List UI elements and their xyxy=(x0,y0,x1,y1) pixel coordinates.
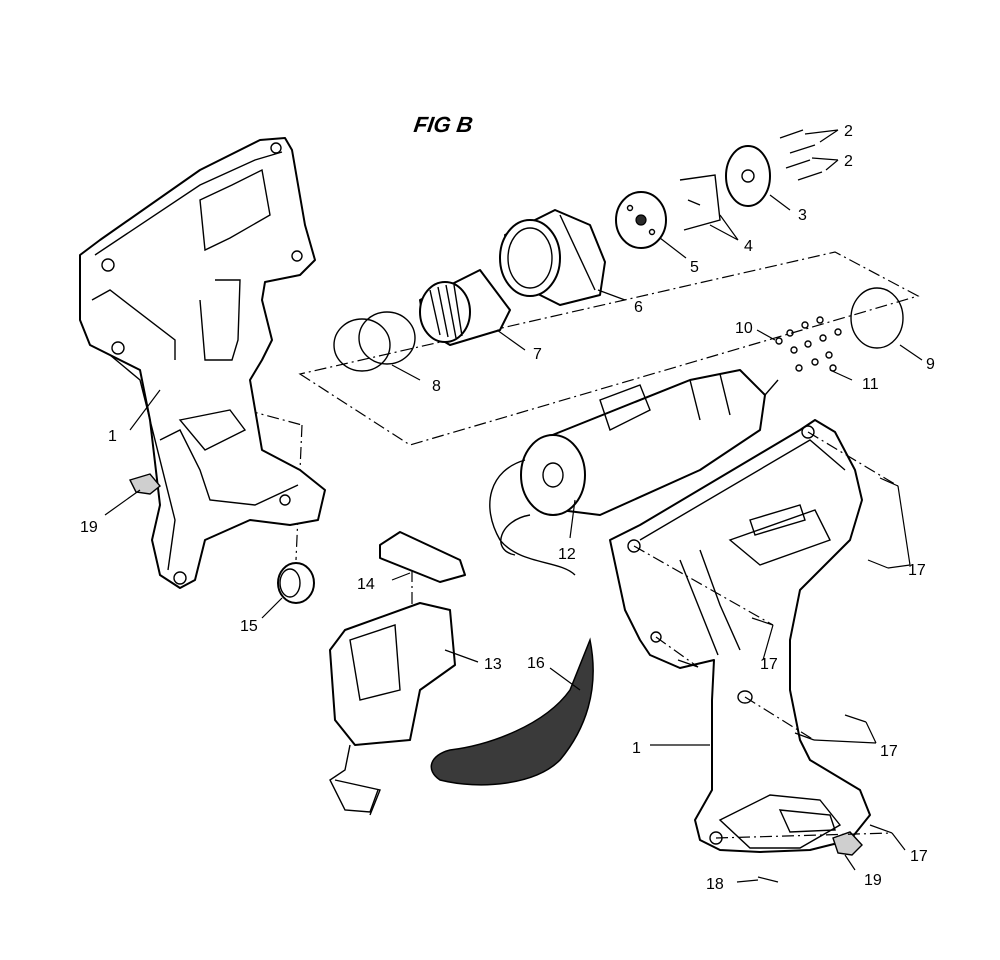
housing-screws xyxy=(677,477,899,883)
clip-part-right xyxy=(832,831,863,856)
callout-6: 6 xyxy=(634,299,643,316)
callout-2-top: 2 xyxy=(844,123,853,140)
callout-17-a: 17 xyxy=(908,562,926,579)
callout-12: 12 xyxy=(558,546,576,563)
o-ring-part-9 xyxy=(850,287,904,349)
assembly-outline xyxy=(298,251,920,446)
callout-2-mid: 2 xyxy=(844,153,853,170)
switch-slider-part-14 xyxy=(379,531,466,583)
callout-17-b: 17 xyxy=(760,656,778,673)
plate-part-5 xyxy=(615,191,667,249)
callout-9: 9 xyxy=(926,356,935,373)
callout-15: 15 xyxy=(240,618,258,635)
callout-19-left: 19 xyxy=(80,519,98,536)
wrist-strap-part-16 xyxy=(430,637,594,786)
screw-guide-lines xyxy=(633,431,899,839)
callout-7: 7 xyxy=(533,346,542,363)
cap-part-15 xyxy=(277,562,315,604)
callout-8: 8 xyxy=(432,378,441,395)
callout-1-right: 1 xyxy=(632,740,641,757)
callout-5: 5 xyxy=(690,259,699,276)
callout-17-c: 17 xyxy=(880,743,898,760)
screws-part-2 xyxy=(779,129,823,181)
clutch-collar-part-6 xyxy=(499,209,606,306)
callout-19-right: 19 xyxy=(864,872,882,889)
callout-16: 16 xyxy=(527,655,545,672)
ring-clips-part-8 xyxy=(333,311,416,372)
ring-gear-part-7 xyxy=(419,269,511,346)
callout-10: 10 xyxy=(735,320,753,337)
callout-1-left: 1 xyxy=(108,428,117,445)
callout-3: 3 xyxy=(798,207,807,224)
callout-11: 11 xyxy=(862,376,879,393)
spring-clips-part-4 xyxy=(679,174,721,231)
callout-4: 4 xyxy=(744,238,753,255)
disc-part-3 xyxy=(725,145,771,207)
callout-18: 18 xyxy=(706,876,724,893)
clip-part-left xyxy=(129,473,161,495)
pins-and-balls-parts-10-11 xyxy=(775,316,842,372)
switch-part-13 xyxy=(329,602,456,816)
callout-13: 13 xyxy=(484,656,502,673)
left-housing-half xyxy=(79,137,326,589)
right-housing-half xyxy=(609,419,871,853)
callout-14: 14 xyxy=(357,576,375,593)
callout-leaders xyxy=(104,129,923,883)
callout-17-d: 17 xyxy=(910,848,928,865)
motor-part-12 xyxy=(489,369,779,576)
